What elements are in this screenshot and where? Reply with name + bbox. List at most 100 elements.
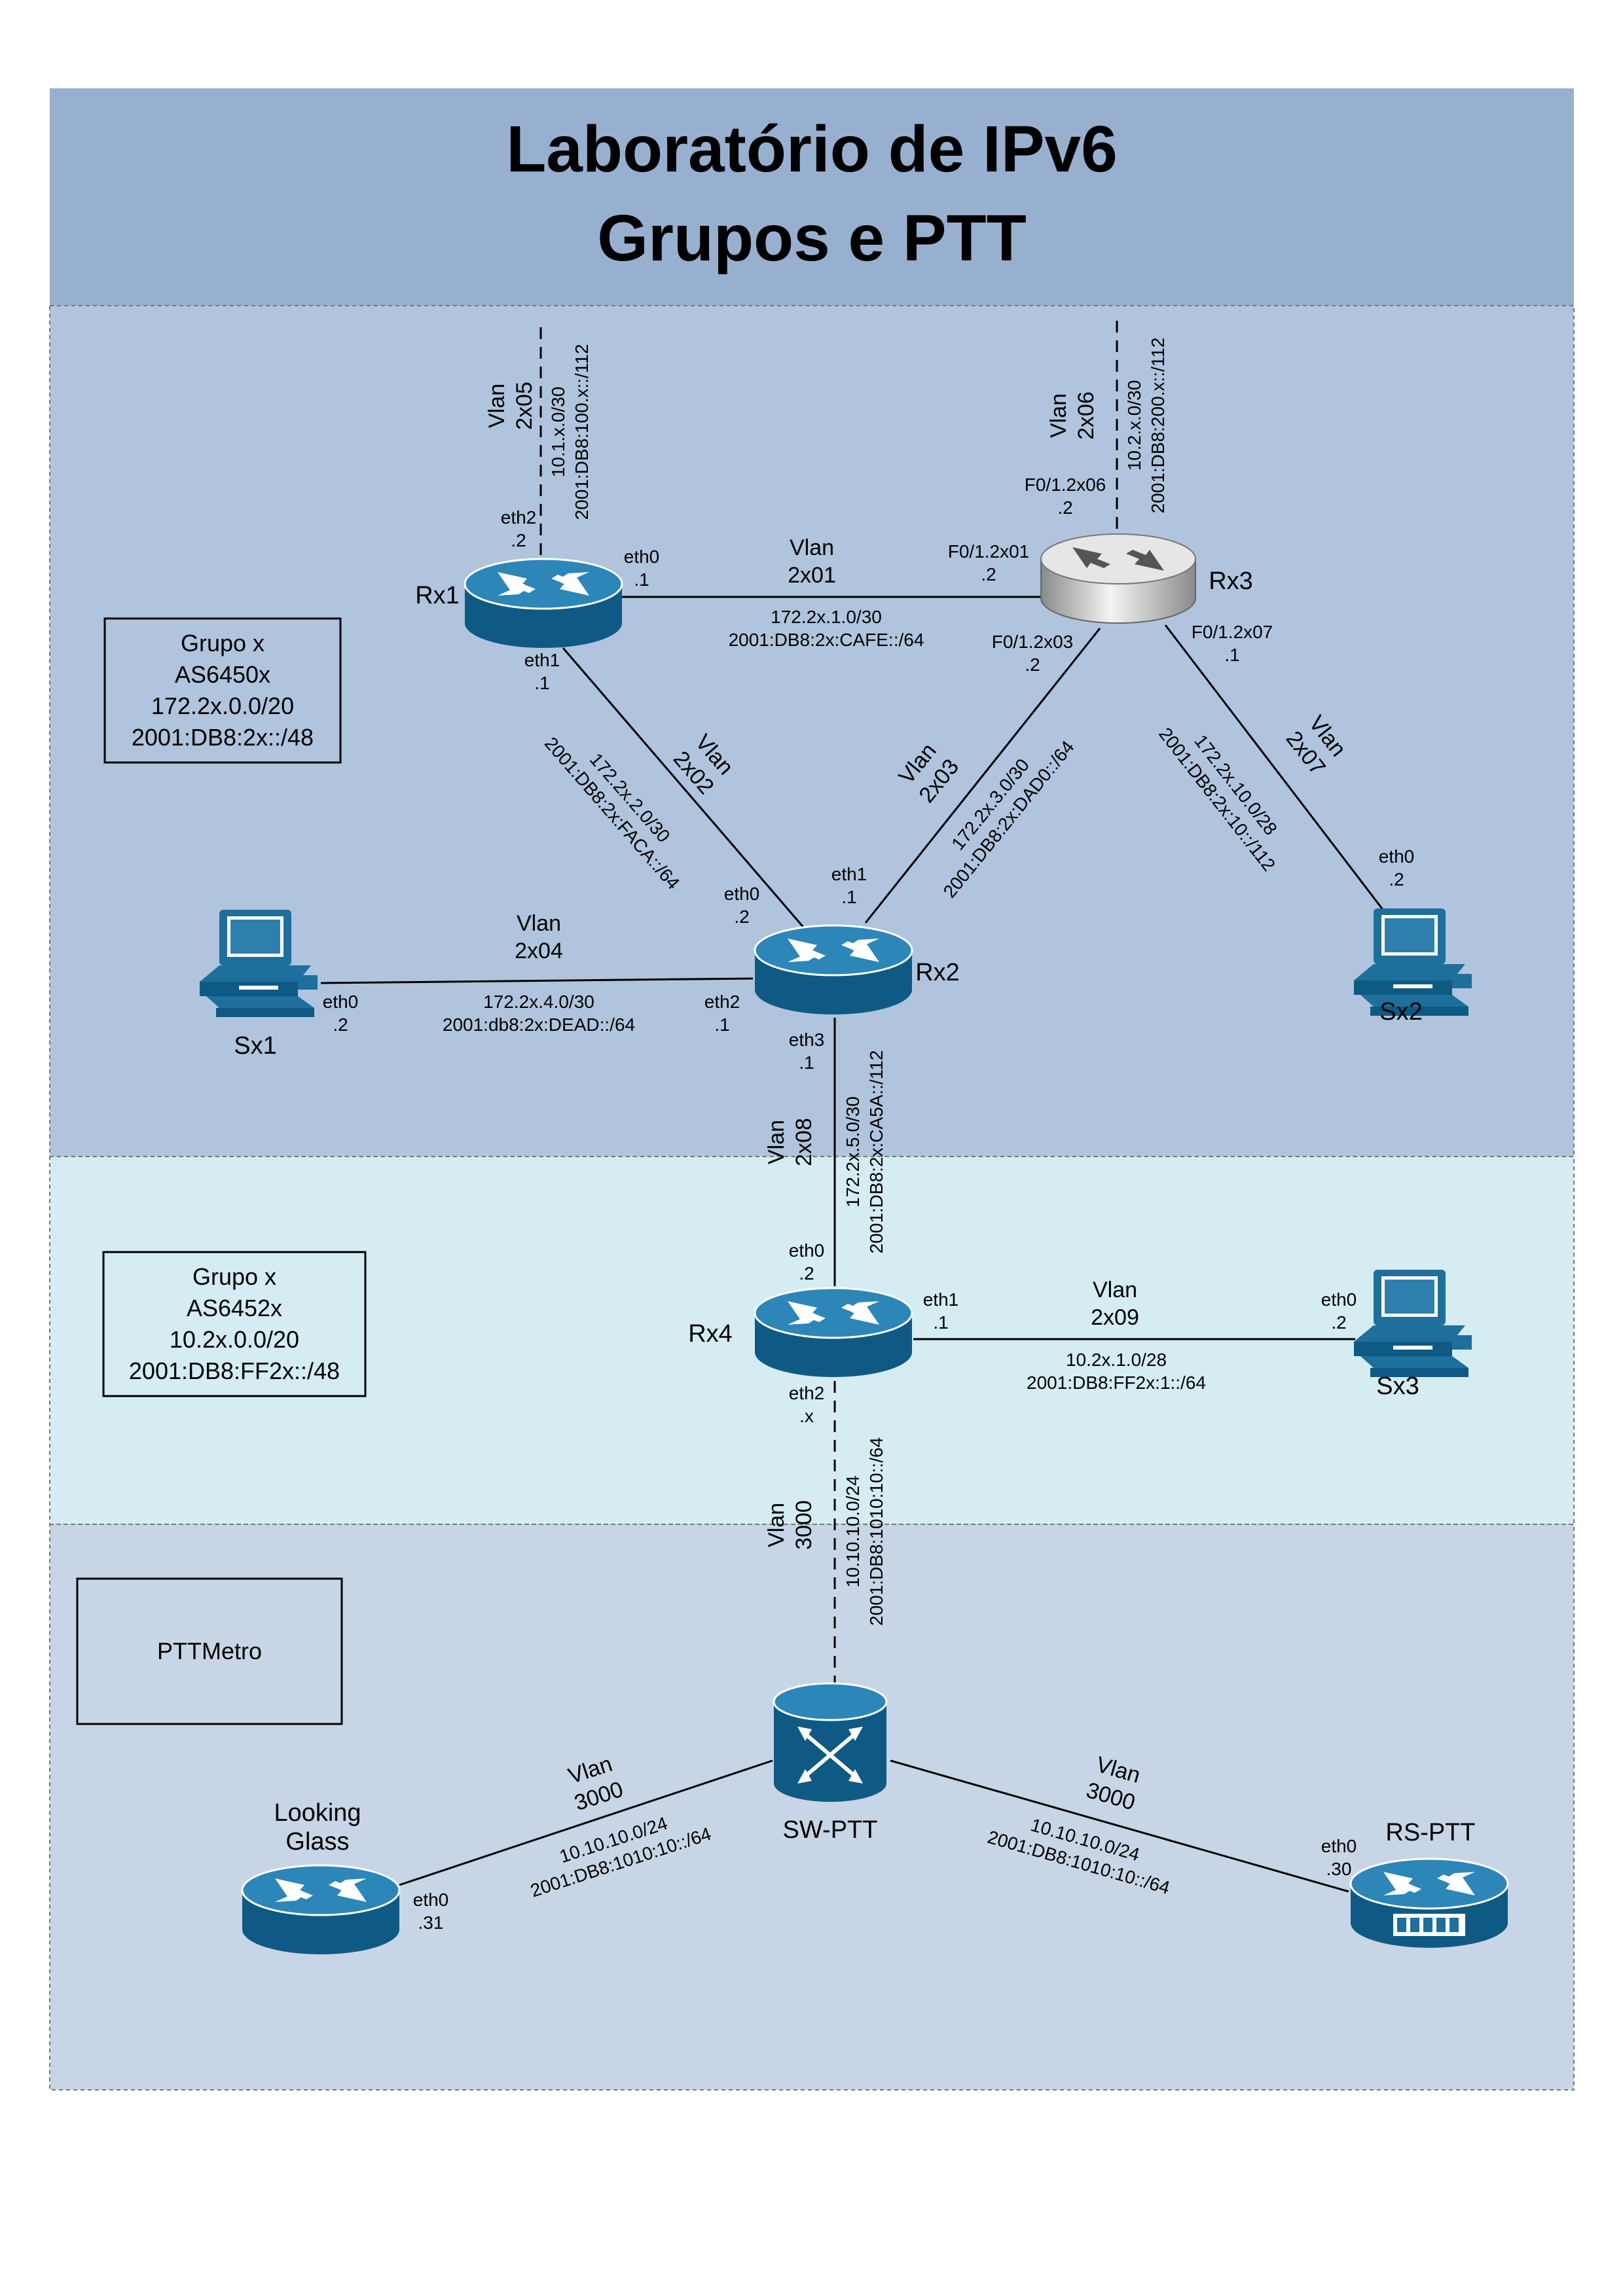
sx1-eth0-name: eth0 (323, 992, 359, 1012)
group1-info-box: Grupo x AS6450x 172.2x.0.0/20 2001:DB8:2… (103, 617, 342, 764)
vlan-2x09-ipv4: 10.2x.1.0/28 (1066, 1350, 1167, 1370)
zone-ptt (49, 1524, 1575, 2090)
vlan-2x09-label: Vlan (1093, 1278, 1137, 1302)
link-vlan-2x07 (1164, 624, 1389, 917)
vlan-2x01-id: 2x01 (788, 563, 836, 588)
host-sx3[interactable]: Sx3 (1354, 1270, 1472, 1400)
rx3-f0-2x07-addr: .1 (1224, 645, 1239, 665)
switch-sw-ptt[interactable]: SW-PTT (773, 1682, 888, 1844)
title-line-1: Laboratório de IPv6 (506, 113, 1118, 186)
vlan-2x06-id: 2x06 (1074, 391, 1099, 440)
group1-ipv4: 172.2x.0.0/20 (151, 692, 294, 719)
router-icon (754, 1287, 913, 1378)
vlan-2x08-id: 2x08 (792, 1118, 816, 1166)
router-rx2[interactable]: Rx2 (754, 924, 960, 1016)
rx2-eth3-addr: .1 (799, 1052, 814, 1073)
rs-eth0-addr: .30 (1326, 1859, 1352, 1879)
vlan-2x01-ipv4: 172.2x.1.0/30 (771, 607, 882, 627)
vlan-2x08-ipv6: 2001:DB8:2x:CA5A::/112 (866, 1050, 886, 1254)
rs-ptt-label: RS-PTT (1385, 1819, 1475, 1846)
rx4-eth2-name: eth2 (789, 1383, 825, 1403)
router-rx1[interactable]: Rx1 (415, 558, 623, 649)
rx3-f0-2x07-name: F0/1.2x07 (1192, 622, 1273, 642)
group1-ipv6: 2001:DB8:2x::/48 (132, 724, 314, 751)
rx3-f0-2x03-name: F0/1.2x03 (992, 632, 1074, 652)
rx2-eth0-addr: .2 (734, 906, 749, 927)
links (320, 321, 1389, 1893)
rx3-f0-2x01-name: F0/1.2x01 (948, 541, 1030, 562)
router-icon (241, 1864, 401, 1956)
rx2-label: Rx2 (915, 959, 960, 986)
vlan-3000-up-nets: 10.10.10.0/24 2001:DB8:1010:10::/64 (843, 1437, 886, 1626)
vlan-2x04-ipv4: 172.2x.4.0/30 (483, 992, 594, 1012)
vlan-2x06-ipv6: 2001:DB8:200.x::/112 (1148, 338, 1168, 514)
rx4-label: Rx4 (688, 1320, 733, 1348)
vlan-2x08-labels: Vlan 2x08 (764, 1118, 816, 1166)
rx2-eth1-name: eth1 (831, 864, 867, 884)
sx3-label: Sx3 (1376, 1372, 1419, 1400)
router-looking-glass[interactable]: Looking Glass (241, 1799, 401, 1956)
link-vlan-2x04 (320, 977, 754, 984)
looking-glass-label-2: Glass (285, 1828, 349, 1856)
sw-ptt-label: SW-PTT (783, 1816, 878, 1844)
vlan-2x09-ipv6: 2001:DB8:FF2x:1::/64 (1027, 1372, 1206, 1393)
router-rx3[interactable]: Rx3 (1040, 533, 1253, 624)
vlan-2x04-label: Vlan (517, 911, 561, 936)
group2-name: Grupo x (192, 1263, 276, 1290)
group2-ipv4: 10.2x.0.0/20 (170, 1326, 299, 1353)
router-icon (464, 558, 623, 649)
rx2-eth3-name: eth3 (789, 1030, 825, 1050)
vlan-2x04-ipv6: 2001:db8:2x:DEAD::/64 (443, 1014, 635, 1035)
vlan-2x06-label: Vlan (1046, 393, 1071, 438)
rx2-eth1-addr: .1 (841, 887, 856, 907)
rx4-eth0-name: eth0 (789, 1240, 825, 1261)
rx4-eth2-addr: .x (799, 1406, 814, 1426)
router-rx4[interactable]: Rx4 (688, 1287, 913, 1378)
vlan-2x09-id: 2x09 (1091, 1305, 1139, 1330)
link-vlan-3000-rs (890, 1759, 1349, 1893)
ptt-name: PTTMetro (157, 1638, 262, 1664)
host-sx1[interactable]: Sx1 (200, 910, 318, 1060)
rx1-eth1-name: eth1 (524, 650, 560, 670)
vlan-2x06-ipv4: 10.2.x.0/30 (1124, 380, 1144, 471)
vlan-2x08-label: Vlan (764, 1120, 789, 1164)
sx1-label: Sx1 (234, 1032, 276, 1060)
interface-labels: eth2 .2 eth0 .1 eth1 .1 F0/1.2x06 .2 F0/… (323, 475, 1415, 1933)
rx3-label: Rx3 (1209, 567, 1253, 595)
vlan-2x08-ipv4: 172.2x.5.0/30 (843, 1096, 863, 1208)
sx1-eth0-addr: .2 (333, 1014, 348, 1035)
looking-glass-label-1: Looking (274, 1799, 361, 1827)
lg-eth0-name: eth0 (413, 1890, 449, 1910)
vlan-2x01-label: Vlan (790, 535, 834, 560)
vlan-2x05-nets: 10.1.x.0/30 2001:DB8:100.x::/112 (548, 344, 592, 520)
vlan-2x06-labels: Vlan 2x06 (1046, 391, 1099, 440)
host-sx2[interactable]: Sx2 (1354, 908, 1472, 1026)
rx3-f0-2x01-addr: .2 (981, 564, 996, 584)
rx1-eth2-name: eth2 (501, 507, 537, 528)
rx4-eth0-addr: .2 (799, 1263, 814, 1283)
vlan-2x04-id: 2x04 (515, 939, 563, 963)
sx2-eth0-addr: .2 (1389, 869, 1404, 889)
rx2-eth0-name: eth0 (724, 884, 760, 904)
vlan-2x08-nets: 172.2x.5.0/30 2001:DB8:2x:CA5A::/112 (843, 1050, 886, 1254)
switch-icon (773, 1682, 888, 1802)
vlan-2x06-nets: 10.2.x.0/30 2001:DB8:200.x::/112 (1124, 338, 1168, 514)
sx3-eth0-addr: .2 (1331, 1312, 1346, 1333)
route-server-rs-ptt[interactable]: RS-PTT (1349, 1819, 1509, 1949)
vlan-2x01-ipv6: 2001:DB8:2x:CAFE::/64 (729, 630, 924, 650)
vlan-2x05-ipv4: 10.1.x.0/30 (548, 387, 568, 478)
group2-info-box: Grupo x AS6452x 10.2x.0.0/20 2001:DB8:FF… (102, 1251, 367, 1397)
group2-ipv6: 2001:DB8:FF2x::/48 (129, 1357, 340, 1384)
rx1-eth2-addr: .2 (511, 530, 526, 550)
rx1-eth1-addr: .1 (534, 673, 549, 693)
rx4-eth1-addr: .1 (933, 1312, 948, 1333)
ptt-info-box: PTTMetro (76, 1577, 343, 1725)
vlan-3000-up-labels: Vlan 3000 (764, 1500, 816, 1550)
vlan-3000-up-ipv4: 10.10.10.0/24 (843, 1475, 863, 1587)
sx2-label: Sx2 (1379, 998, 1422, 1026)
vlan-2x05-labels: Vlan 2x05 (484, 382, 537, 430)
title-line-2: Grupos e PTT (597, 202, 1027, 275)
rx1-eth0-name: eth0 (624, 547, 660, 567)
rx2-eth2-addr: .1 (714, 1014, 729, 1035)
rx1-label: Rx1 (415, 582, 460, 609)
